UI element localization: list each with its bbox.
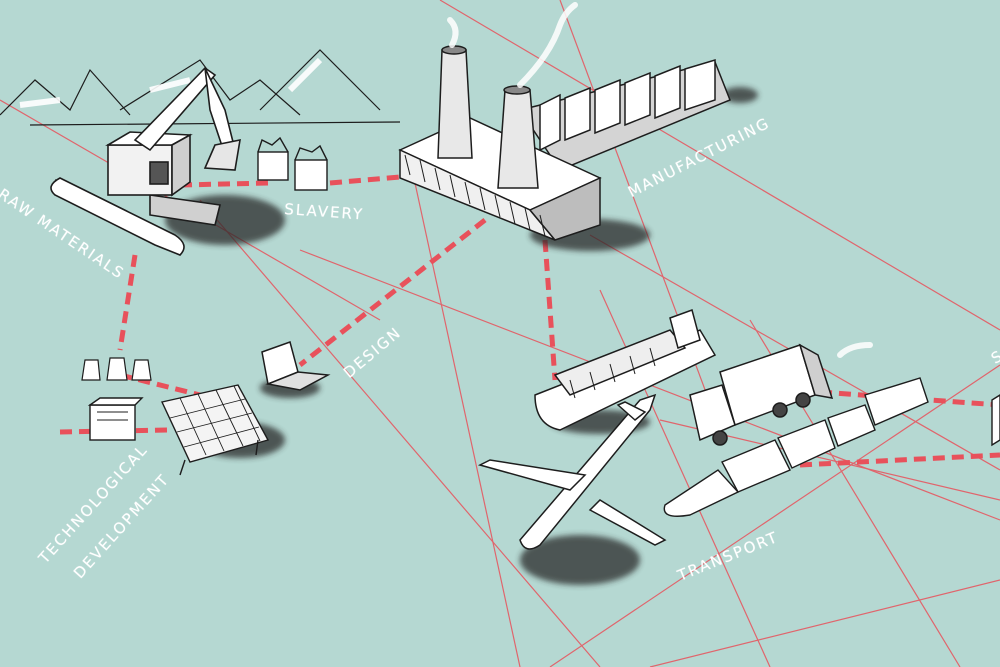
train-icon bbox=[663, 377, 929, 517]
excavator-icon bbox=[50, 66, 241, 256]
airplane-icon bbox=[477, 393, 667, 550]
container-ship-icon bbox=[534, 309, 717, 431]
cut-off-object-icon bbox=[991, 394, 1000, 447]
crates-icon bbox=[257, 136, 328, 191]
laptop-icon bbox=[261, 341, 331, 391]
factory-icon bbox=[398, 45, 731, 241]
mountains-icon bbox=[0, 49, 401, 126]
smoke-plumes bbox=[447, 2, 873, 358]
control-box-icon bbox=[87, 397, 144, 441]
solar-panel-icon bbox=[160, 384, 270, 476]
cooling-towers-icon bbox=[81, 357, 152, 381]
dashed-connector-lines bbox=[59, 174, 1000, 468]
truck-icon bbox=[689, 343, 834, 446]
